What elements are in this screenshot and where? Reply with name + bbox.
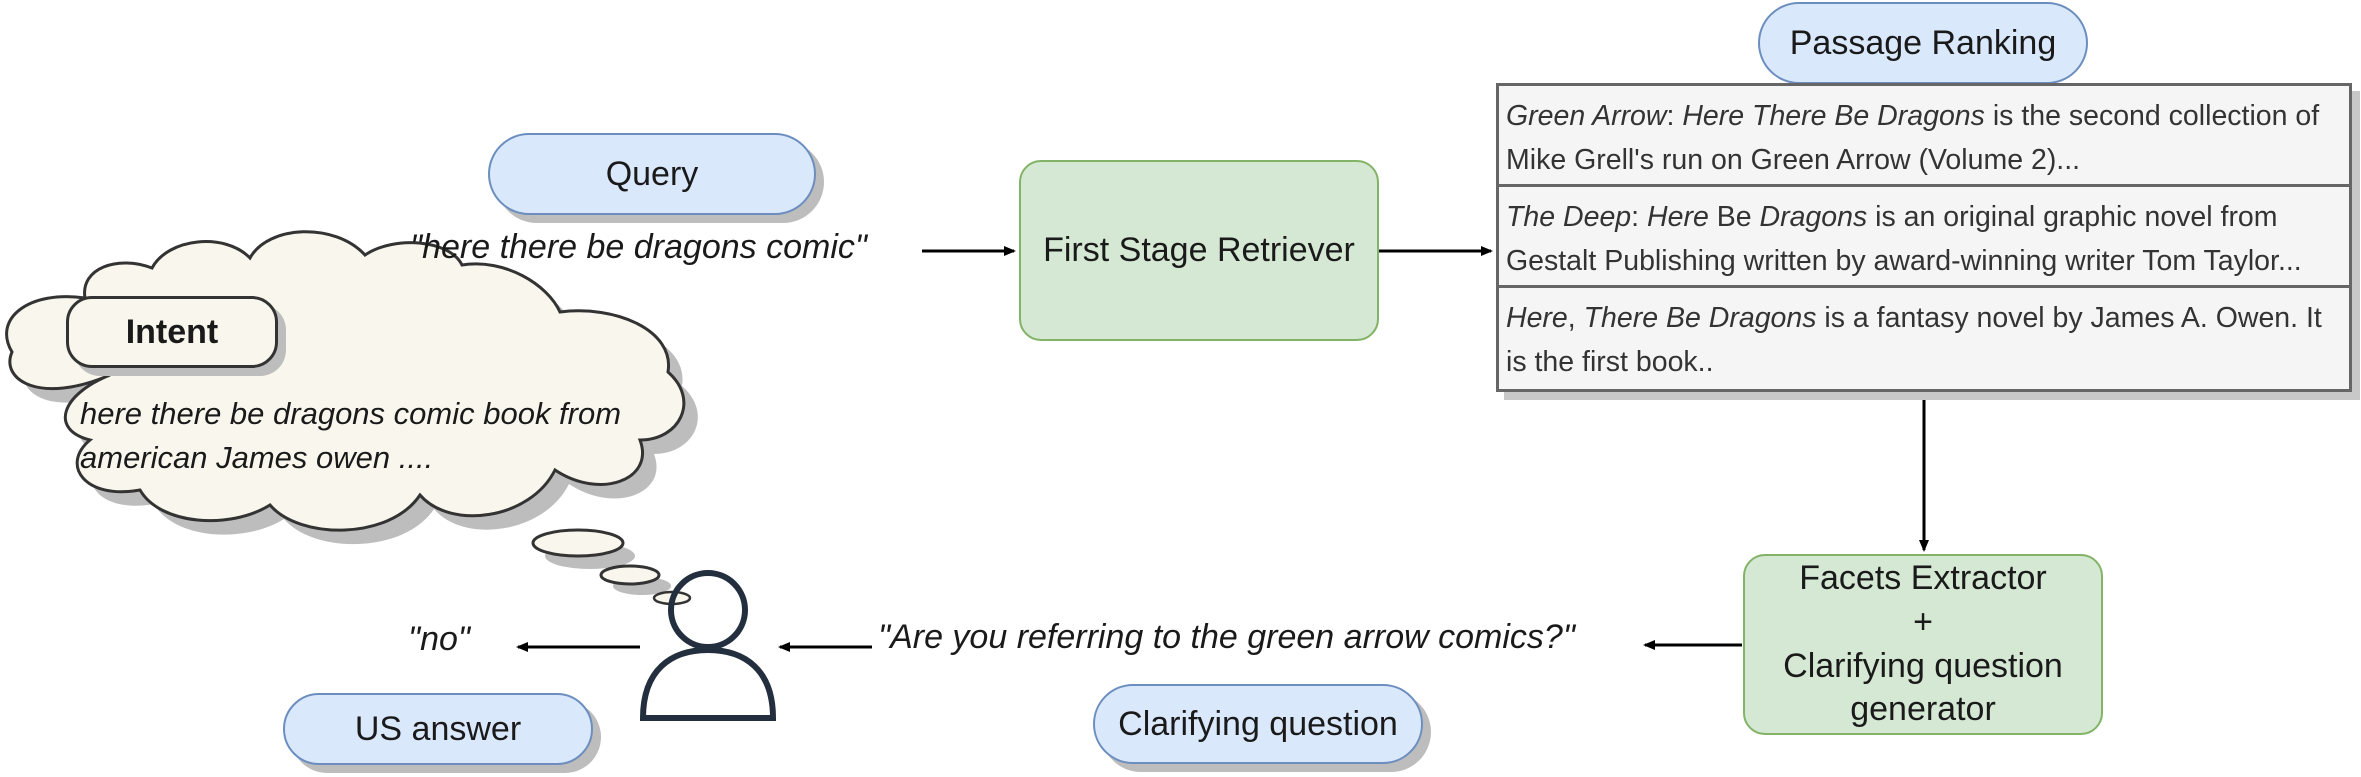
passage-subtitle: There Be Dragons xyxy=(1583,302,1817,334)
user-answer-label-text: US answer xyxy=(354,709,522,748)
passage-word: Dragons xyxy=(1759,201,1868,233)
query-text: "here there be dragons comic" xyxy=(410,228,867,266)
passage-item: Green Arrow: Here There Be Dragons is th… xyxy=(1499,86,2349,187)
passage-word: Be xyxy=(1708,201,1760,233)
passage-sep: , xyxy=(1567,302,1584,334)
passage-sep: : xyxy=(1666,100,1683,132)
clarifying-question-label: Clarifying question xyxy=(1093,684,1423,764)
intent-text-line: american James owen .... xyxy=(80,440,434,475)
passage-item: Here, There Be Dragons is a fantasy nove… xyxy=(1499,288,2349,389)
clarifying-question-text: "Are you referring to the green arrow co… xyxy=(878,618,1575,656)
facets-extractor-box: Facets Extractor + Clarifying question g… xyxy=(1743,554,2103,735)
intent-text: here there be dragons comic book from am… xyxy=(80,392,621,480)
intent-label-text: Intent xyxy=(125,312,219,351)
passage-title: Here xyxy=(1506,302,1568,334)
facets-extractor-line: + xyxy=(1913,602,1933,641)
user-icon xyxy=(639,570,777,721)
passage-text: is an original graphic novel from Gestal… xyxy=(1506,201,2302,277)
passage-subtitle: Here There Be Dragons xyxy=(1682,100,1985,132)
first-stage-retriever-label: First Stage Retriever xyxy=(1043,230,1355,269)
passage-text: is the second collection of Mike Grell's… xyxy=(1506,100,2320,176)
passage-text: is a fantasy novel by James A. Owen. It … xyxy=(1506,302,2322,378)
intent-text-line: here there be dragons comic book from xyxy=(80,396,622,431)
facets-extractor-line: generator xyxy=(1850,690,1996,729)
passage-word: Here xyxy=(1647,201,1709,233)
first-stage-retriever-box: First Stage Retriever xyxy=(1019,160,1379,341)
query-label: Query xyxy=(488,133,816,215)
passage-title: The Deep xyxy=(1506,201,1632,233)
passage-ranking-label-text: Passage Ranking xyxy=(1789,23,2057,62)
passage-sep: : xyxy=(1631,201,1648,233)
clarifying-question-label-text: Clarifying question xyxy=(1118,704,1398,743)
user-answer-text: "no" xyxy=(408,620,470,658)
passage-item: The Deep: Here Be Dragons is an original… xyxy=(1499,187,2349,288)
passage-list: Green Arrow: Here There Be Dragons is th… xyxy=(1496,83,2352,392)
facets-extractor-line: Clarifying question xyxy=(1783,646,2063,685)
user-answer-label: US answer xyxy=(283,693,593,765)
passage-title: Green Arrow xyxy=(1506,100,1667,132)
query-label-text: Query xyxy=(605,154,699,193)
intent-label: Intent xyxy=(66,296,278,368)
passage-ranking-label: Passage Ranking xyxy=(1758,2,2088,84)
facets-extractor-line: Facets Extractor xyxy=(1799,559,2047,598)
